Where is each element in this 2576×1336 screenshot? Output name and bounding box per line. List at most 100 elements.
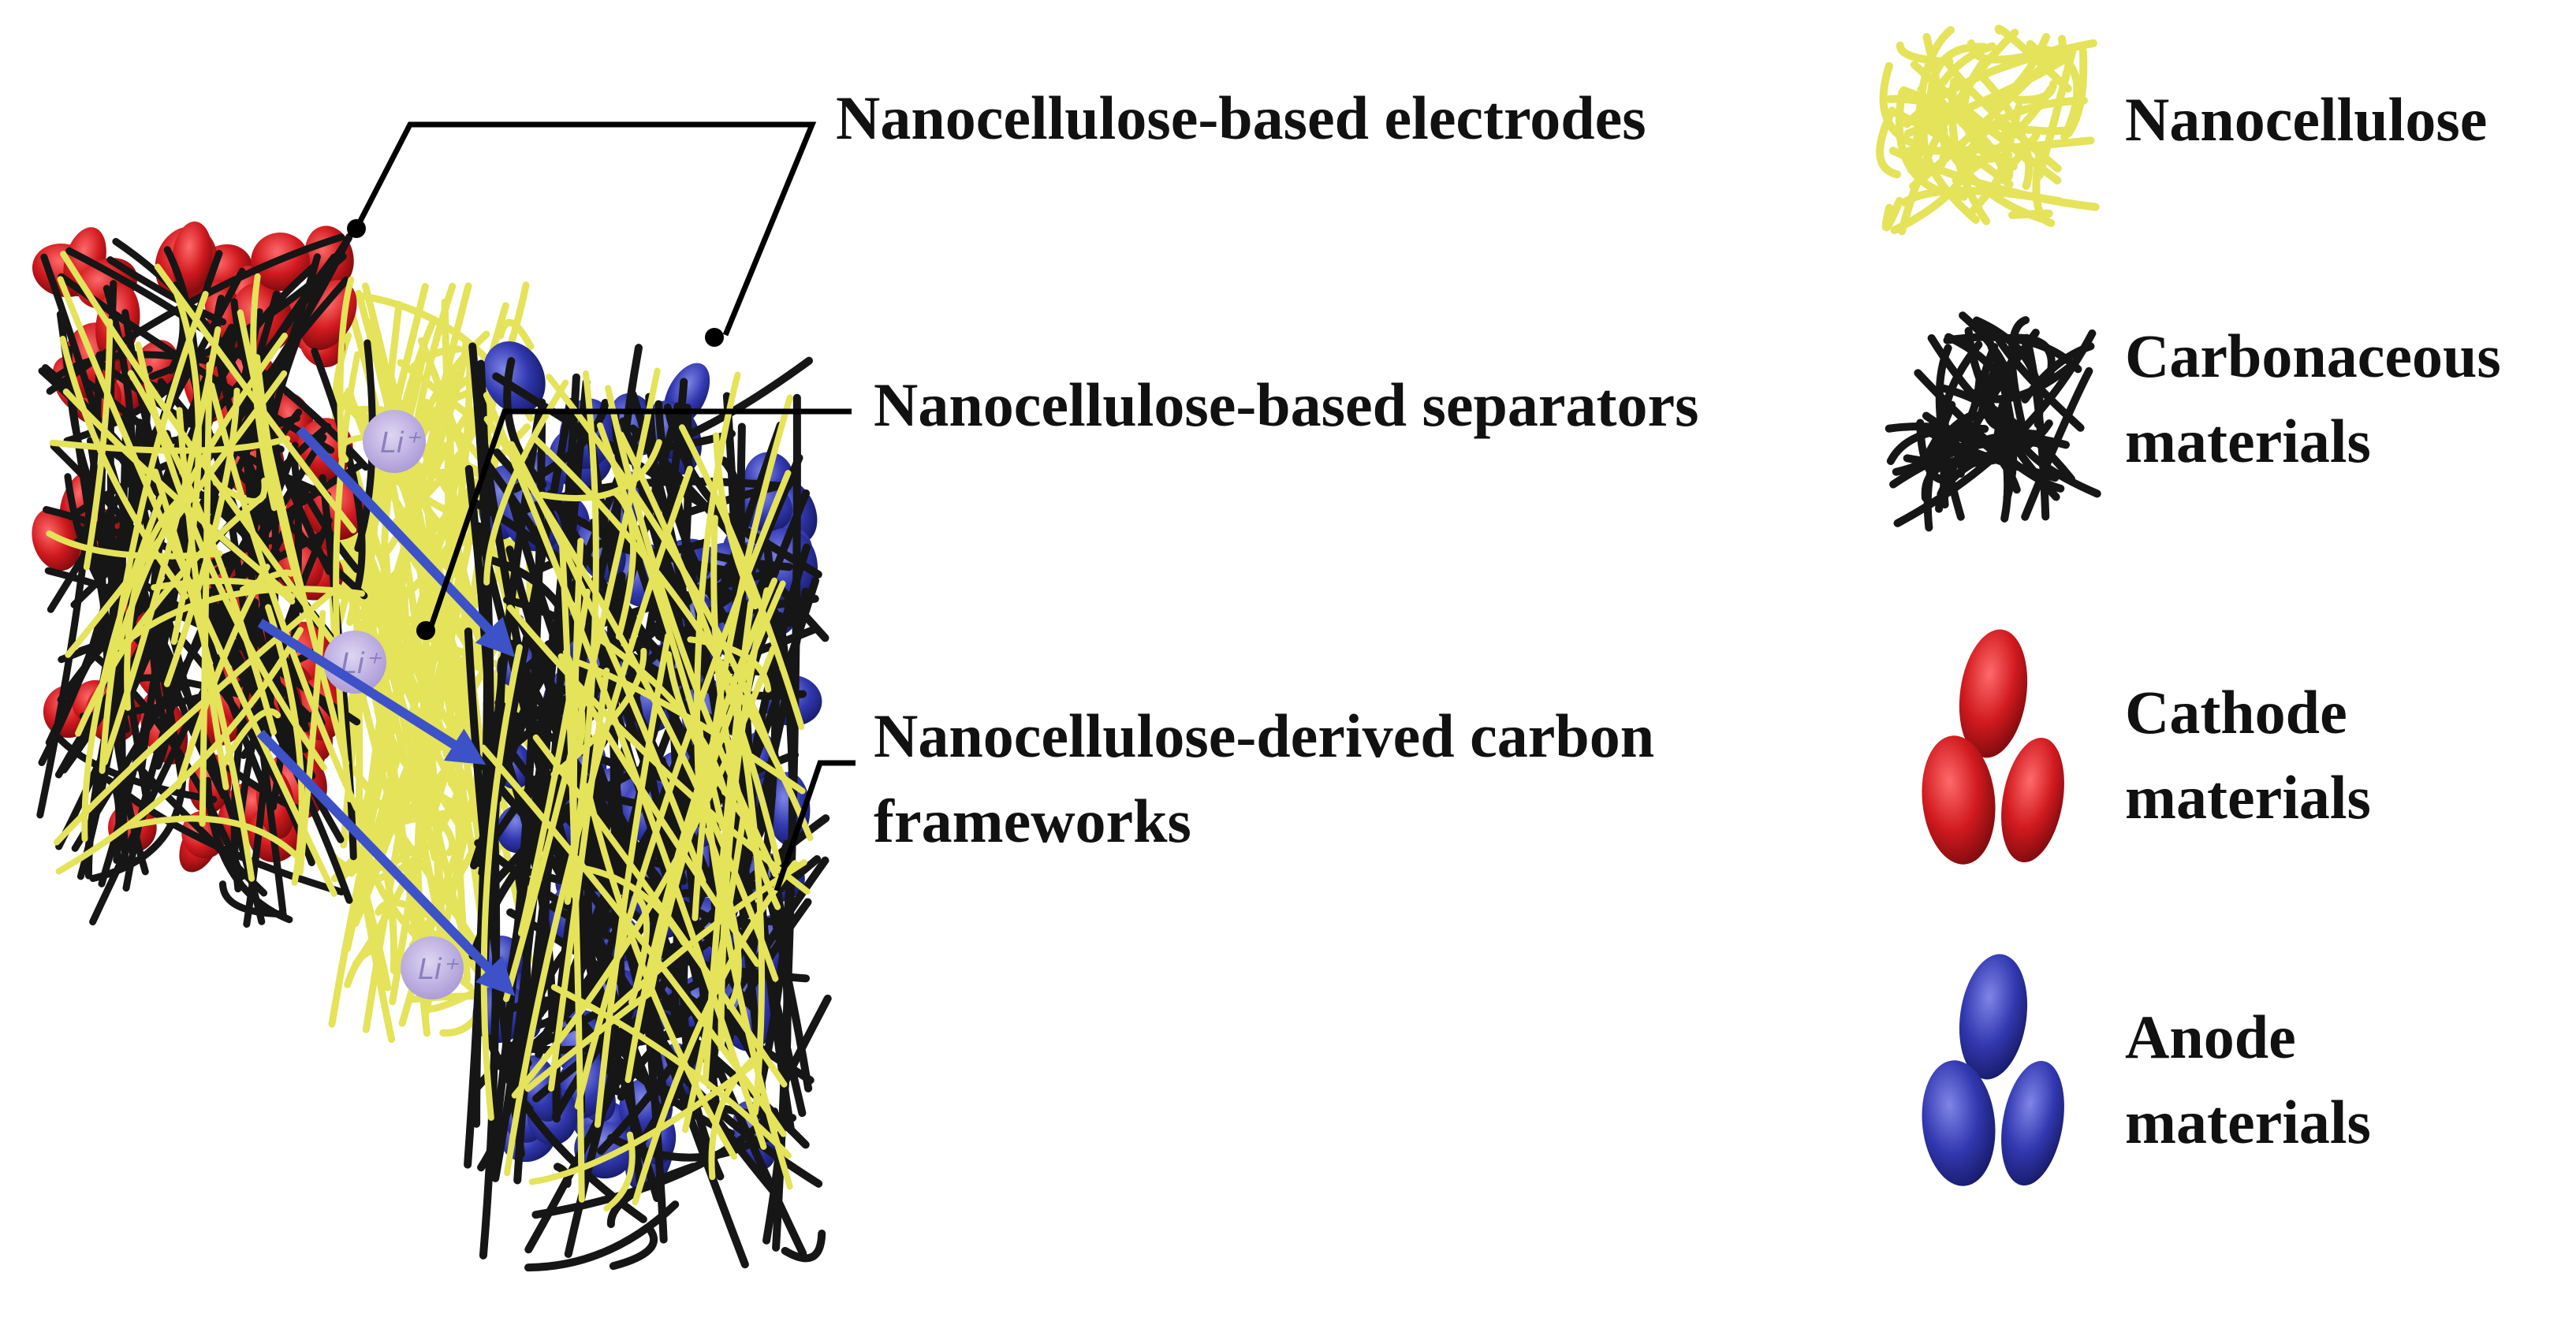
legend-text-carbonaceous-2: materials <box>2125 407 2371 475</box>
legend-carbon-fiber <box>1937 328 2040 498</box>
nanocellulose-fiber <box>628 894 651 1006</box>
ion-arrow <box>296 426 516 657</box>
legend-carbon-fiber <box>2021 367 2093 521</box>
nanocellulose-fiber <box>53 583 341 846</box>
legend-text-carbonaceous: Carbonaceous <box>2125 322 2501 390</box>
nanocellulose-fiber <box>154 263 357 534</box>
nanocellulose-fiber <box>75 493 267 737</box>
legend-nanocellulose-fiber <box>2013 80 2057 104</box>
legend-carbonaceous-icon <box>1884 311 2101 532</box>
nanocellulose-fiber <box>596 422 726 831</box>
nanocellulose-fiber <box>605 385 779 877</box>
cathode-electrode-block <box>32 221 376 928</box>
carbon-fiber <box>546 489 712 791</box>
carbon-fiber <box>46 233 345 395</box>
nanocellulose-fiber <box>692 394 793 921</box>
legend-label-cathode: Cathode materials <box>2125 670 2371 840</box>
legend-nanocellulose-fiber <box>1876 106 1902 179</box>
carbon-fiber <box>524 1200 680 1272</box>
callout-line-separators <box>427 408 852 632</box>
callout-dot-anode <box>705 328 724 347</box>
ion-arrow <box>257 618 486 765</box>
nanocellulose-fiber <box>60 251 349 662</box>
carbon-fiber <box>63 358 196 445</box>
li-ion-label: Li⁺ <box>418 953 460 986</box>
nanocellulose-fiber <box>704 827 742 1010</box>
legend-nanocellulose-fiber <box>1879 61 1915 147</box>
callout-dot-cathode <box>347 219 366 238</box>
legend-text-anode-2: materials <box>2125 1088 2371 1156</box>
legend-carbon-fiber <box>1982 359 2017 433</box>
label-carbon-line1: Nanocellulose-derived carbon <box>874 701 1655 770</box>
callout-dot-separator <box>416 621 435 640</box>
label-carbon-frameworks: Nanocellulose-derived carbon frameworks <box>874 694 1654 864</box>
legend-nanocellulose-fiber <box>2035 46 2077 180</box>
nanocellulose-fiber <box>603 1131 636 1211</box>
nanocellulose-fiber <box>538 439 662 502</box>
legend-cathode-particles-icon <box>1922 629 2064 865</box>
legend-carbon-fiber <box>2021 342 2095 404</box>
legend-label-anode: Anode materials <box>2125 995 2371 1165</box>
nanocellulose-fiber <box>532 734 788 1088</box>
legend-carbon-fiber <box>1921 453 2012 502</box>
nanocellulose-fiber <box>420 984 486 1013</box>
nanocellulose-fiber <box>219 708 281 768</box>
li-ion <box>401 936 464 999</box>
nanocellulose-fiber <box>397 359 476 422</box>
carbon-fiber <box>106 256 227 326</box>
nanocellulose-fiber <box>337 276 355 461</box>
nanocellulose-fiber <box>517 588 591 937</box>
nanocellulose-fiber <box>296 609 326 876</box>
carbon-fiber <box>677 356 814 442</box>
legend-anode-particles-icon <box>1922 954 2064 1186</box>
legend-carbon-fiber <box>1935 344 1965 521</box>
legend-carbon-fiber <box>1956 432 2071 478</box>
li-ion <box>363 410 426 473</box>
label-separators: Nanocellulose-based separators <box>874 370 1699 439</box>
nanocellulose-fiber <box>687 636 772 693</box>
nanocellulose-fiber <box>356 504 467 824</box>
legend-carbon-fiber <box>1892 370 1984 476</box>
carbon-fiber <box>101 775 123 864</box>
nanocellulose-fiber <box>547 668 610 1092</box>
legend-label-carbonaceous: Carbonaceous materials <box>2125 314 2501 484</box>
nanocellulose-fiber <box>423 501 530 860</box>
legend-nanocellulose-fiber <box>1905 136 2095 155</box>
nanocellulose-fiber <box>117 586 365 649</box>
nanocellulose-fiber <box>240 569 294 593</box>
label-carbon-line2: frameworks <box>874 787 1191 855</box>
nanocellulose-fiber <box>55 627 304 875</box>
callout-line-electrodes <box>353 121 817 337</box>
nanocellulose-fiber <box>632 860 799 1206</box>
nanocellulose-fiber <box>503 367 661 1003</box>
legend-label-nanocellulose: Nanocellulose <box>2125 77 2487 162</box>
legend-text-anode: Anode <box>2125 1003 2296 1071</box>
nanocellulose-fiber <box>237 309 350 767</box>
nanocellulose-fiber <box>624 577 778 1083</box>
nanocellulose-fiber <box>483 392 767 1150</box>
legend-nanocellulose-fiber <box>1951 114 2073 136</box>
carbon-fiber <box>645 393 721 1119</box>
legend-nanocellulose-fiber <box>1903 39 2097 128</box>
nanocellulose-fiber <box>99 291 209 774</box>
nanocellulose-fiber <box>176 407 229 791</box>
legend-text-cathode-2: materials <box>2125 763 2371 832</box>
nanocellulose-fiber <box>333 351 361 803</box>
nanocellulose-fiber <box>125 815 304 863</box>
li-ion-label: Li⁺ <box>380 426 422 460</box>
ion-arrow <box>256 729 516 996</box>
nanocellulose-fiber <box>497 318 535 351</box>
legend-carbon-fiber <box>2014 430 2101 498</box>
carbon-fiber <box>609 1224 658 1271</box>
nanocellulose-fiber <box>682 811 747 1133</box>
nanocellulose-fiber <box>531 435 814 842</box>
nanocellulose-fiber <box>546 374 776 759</box>
legend-nanocellulose-fiber <box>2063 47 2088 138</box>
legend-nanocellulose-fiber <box>1976 69 2034 190</box>
carbon-fiber <box>606 1163 697 1229</box>
legend-text-cathode: Cathode <box>2125 678 2347 746</box>
legend-nanocellulose-fiber <box>1881 196 1904 232</box>
nanocellulose-fiber <box>59 336 189 600</box>
